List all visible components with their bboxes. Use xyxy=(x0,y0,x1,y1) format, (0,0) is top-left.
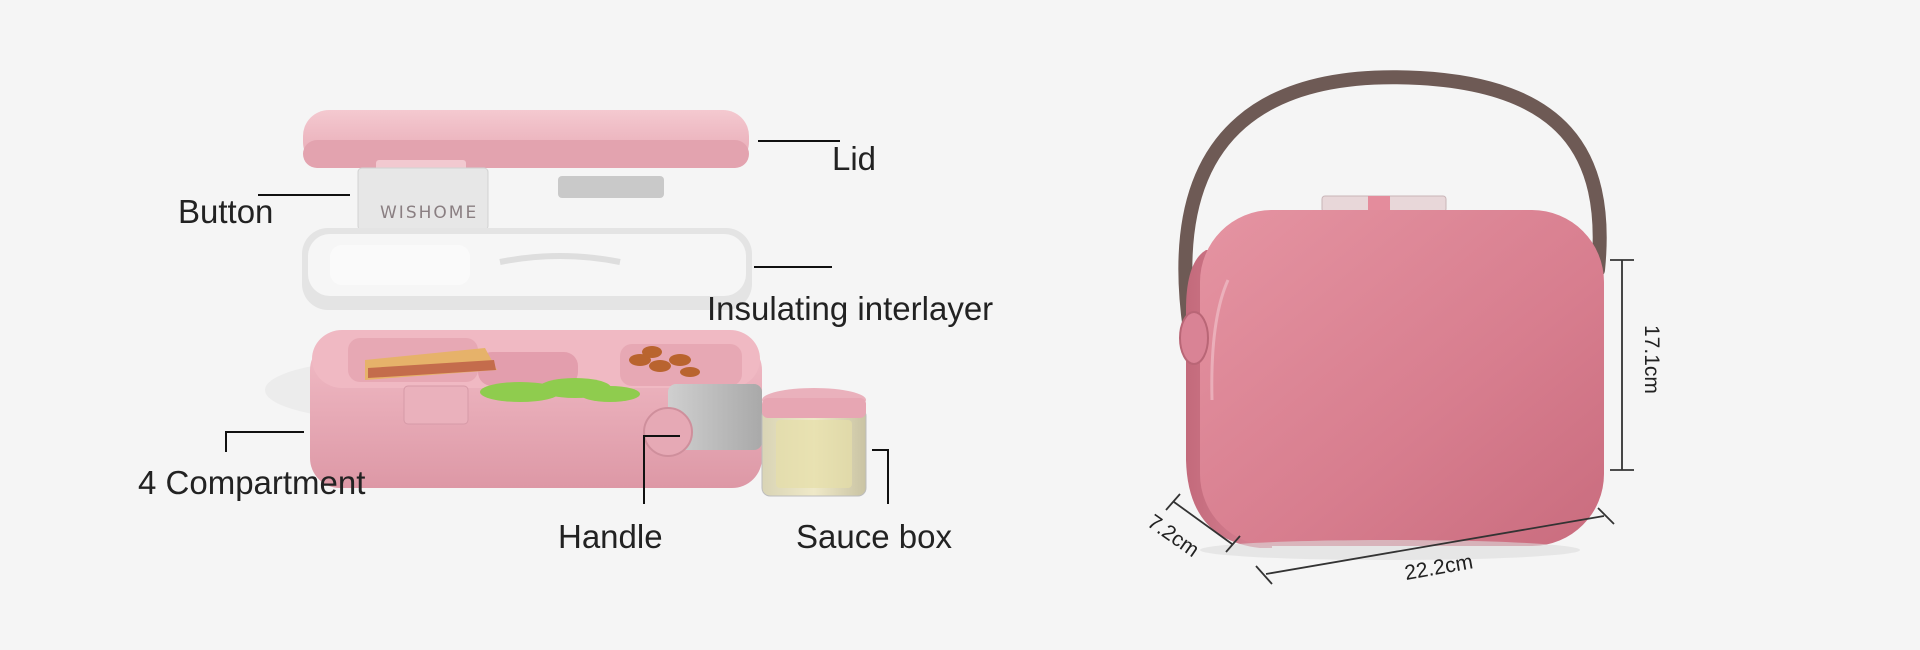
closed-lunch-box xyxy=(1178,70,1607,560)
sauce-box-part xyxy=(761,388,867,497)
leader-lines xyxy=(225,140,889,504)
button-part: WISHOME xyxy=(357,167,489,231)
label-handle: Handle xyxy=(558,518,663,555)
interlayer-part xyxy=(302,228,752,310)
compartment-tray xyxy=(265,330,762,488)
label-button: Button xyxy=(178,193,274,230)
label-insulating-interlayer: Insulating interlayer xyxy=(707,290,994,327)
label-4-compartment: 4 Compartment xyxy=(138,464,366,501)
height-dimension: 17.1cm xyxy=(1640,325,1663,394)
depth-dimension: 7.2cm xyxy=(1143,510,1203,562)
brand-logo-text: WISHOME xyxy=(380,203,478,223)
handle-part xyxy=(643,384,762,457)
label-lid: Lid xyxy=(832,140,877,177)
label-sauce-box: Sauce box xyxy=(796,518,952,555)
dimension-lines xyxy=(1165,259,1634,585)
